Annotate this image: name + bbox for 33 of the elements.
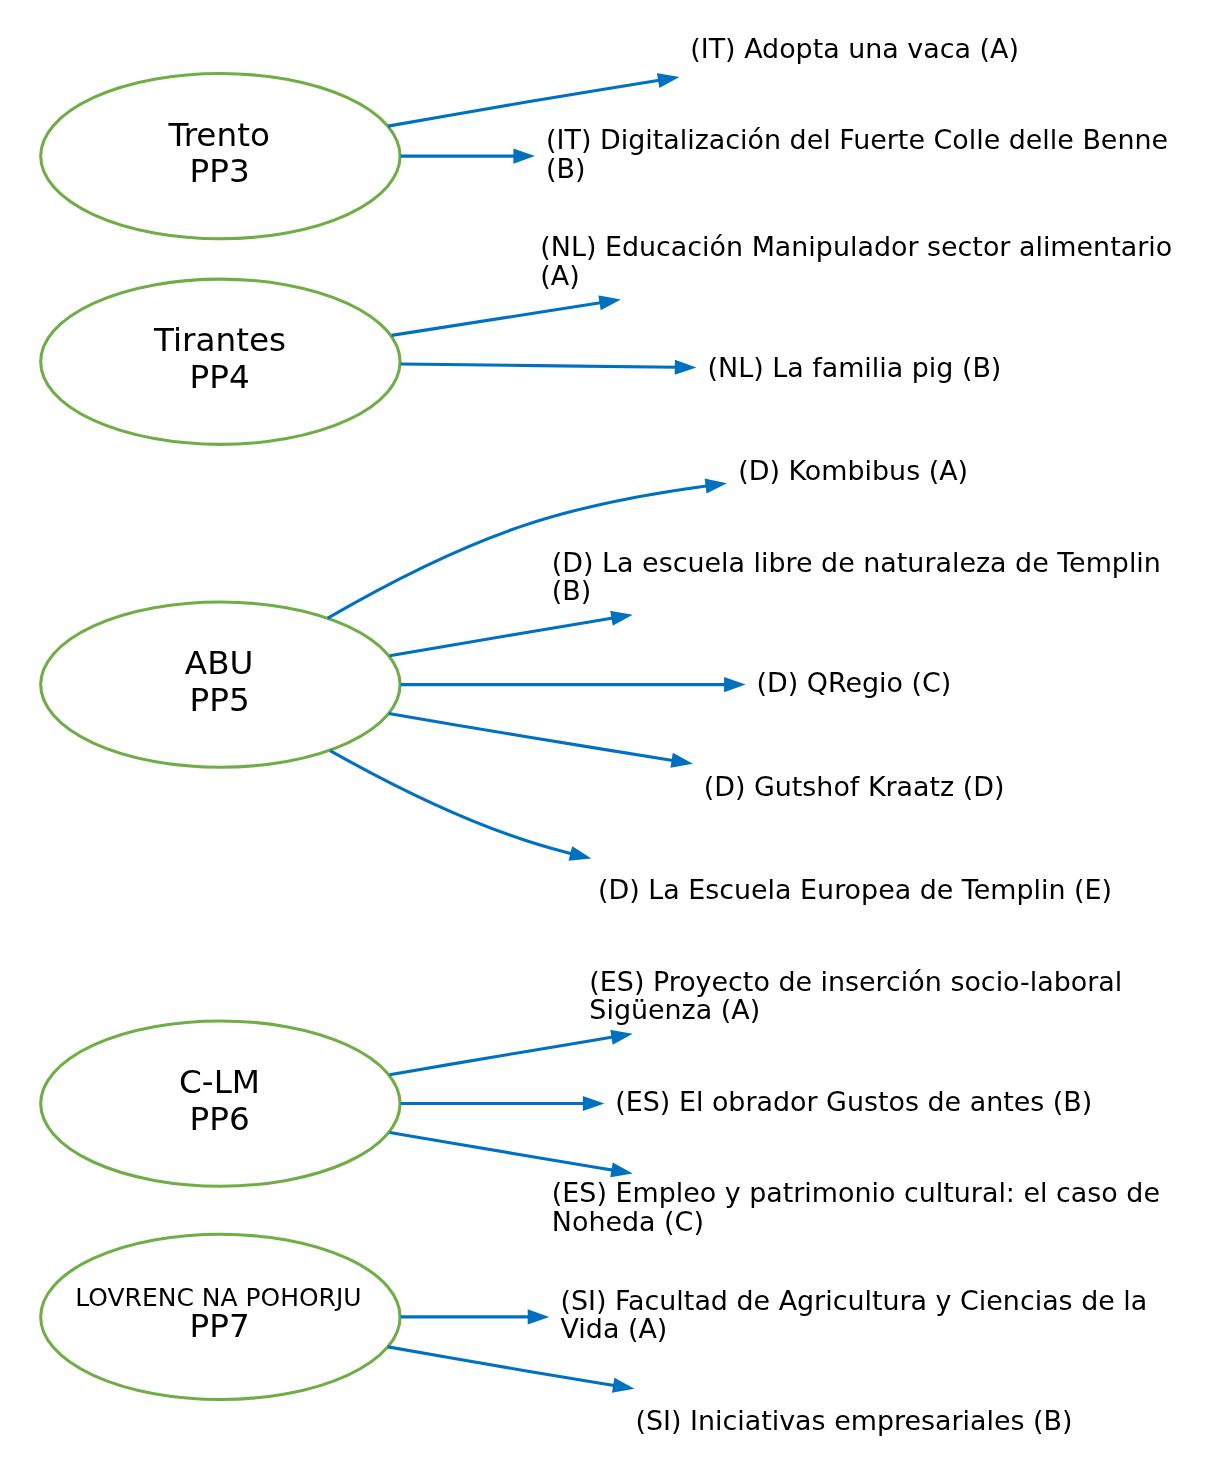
node-text: (D) La escuela libre de naturaleza de Templin (B) — [551, 546, 1161, 607]
node-ellipse: C-LM PP6 — [39, 1019, 402, 1188]
arrow — [388, 712, 693, 768]
arrow — [400, 359, 697, 375]
node-text: (ES) Empleo y patrimonio cultural: el caso de Noheda (C) — [551, 1176, 1160, 1237]
node-text: (SI) Iniciativas empresariales (B) — [635, 1404, 1073, 1436]
node-text: (ES) El obrador Gustos de antes (B) — [615, 1085, 1093, 1117]
arrow — [400, 1309, 550, 1325]
arrow — [389, 1130, 633, 1178]
node-text: (NL) Educación Manipulador sector alimentario (A) — [540, 231, 1173, 292]
node-text: (NL) La familia pig (B) — [707, 351, 1002, 383]
arrow — [391, 295, 621, 337]
node-text: (D) Kombibus (A) — [738, 455, 969, 487]
node-text: (D) QRegio (C) — [756, 666, 952, 698]
node-ellipse: Trento PP3 — [39, 71, 402, 241]
node-ellipse: ABU PP5 — [39, 600, 402, 769]
node-ellipse: Tirantes PP4 — [39, 277, 402, 446]
node-text: (D) Gutshof Kraatz (D) — [703, 770, 1005, 802]
node-ellipse: LOVRENC NA POHORJU PP7 — [39, 1232, 402, 1402]
arrow — [389, 610, 633, 658]
node-text: (D) La Escuela Europea de Templin (E) — [598, 874, 1113, 906]
node-text: (IT) Digitalización del Fuerte Colle delle Benne (B) — [546, 123, 1169, 184]
arrow — [387, 73, 680, 128]
arrow — [400, 677, 746, 693]
node-text: (ES) Proyecto de inserción socio-laboral Sigüenza (A) — [589, 965, 1123, 1026]
arrow — [387, 1345, 635, 1393]
arrow — [400, 1096, 605, 1112]
arrow — [400, 148, 535, 164]
node-text: (SI) Facultad de Agricultura y Ciencias de la Vida (A) — [560, 1284, 1148, 1345]
arrow — [327, 478, 727, 620]
node-text: (IT) Adopta una vaca (A) — [690, 32, 1019, 64]
arrow — [389, 1029, 633, 1077]
arrow — [329, 749, 592, 861]
